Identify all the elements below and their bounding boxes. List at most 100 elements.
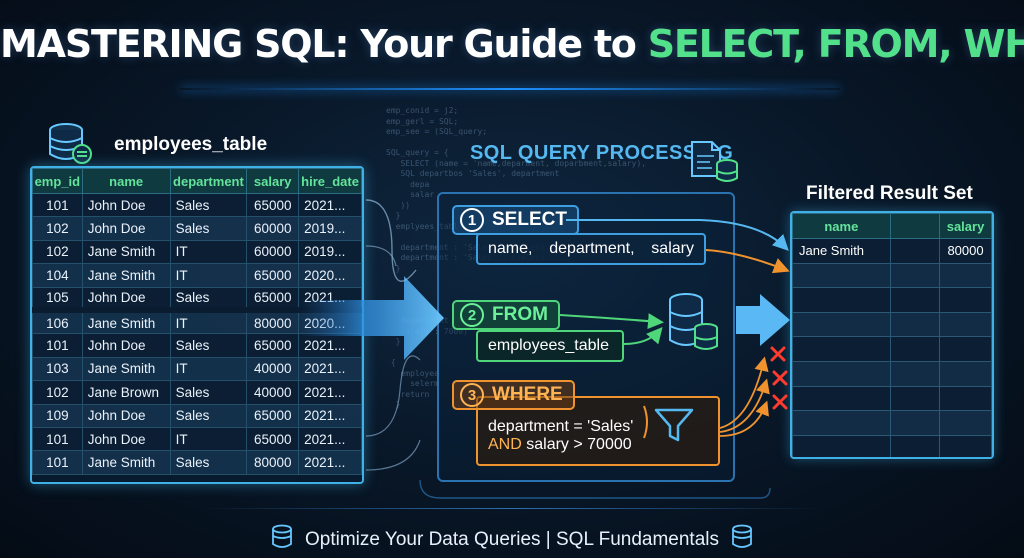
table-cell: 2020... [298, 307, 362, 335]
table-cell: Jane Smith [81, 450, 171, 475]
select-step-header: 1 SELECT [452, 205, 579, 235]
table-cell: 2021... [298, 286, 362, 311]
result-cell [939, 287, 992, 313]
result-cell [792, 287, 891, 313]
table-cell: 65000 [246, 426, 300, 452]
table-cell: 60000 [246, 239, 300, 265]
table-cell: 40000 [246, 356, 300, 382]
table-cell: 2021... [298, 380, 362, 405]
table-cell: John Doe [81, 216, 171, 241]
table-cell: 102 [32, 216, 83, 241]
table-cell: 106 [32, 307, 83, 335]
result-cell [792, 262, 891, 289]
table-cell: IT [169, 356, 248, 382]
document-database-icon [688, 138, 740, 189]
step-3-number: 3 [460, 383, 484, 407]
database-icon [271, 524, 293, 555]
table-cell: John Doe [81, 192, 171, 218]
result-cell [792, 311, 891, 338]
table-cell: 65000 [246, 403, 300, 428]
result-cell [939, 385, 992, 412]
result-cell [939, 360, 992, 387]
column-header-department: department [169, 168, 248, 194]
result-cell [889, 336, 941, 362]
table-cell: 2021... [298, 403, 362, 428]
result-row [792, 336, 992, 362]
table-cell: Jane Brown [81, 380, 171, 405]
table-cell: IT [169, 263, 248, 288]
table-cell: 2020... [298, 263, 362, 288]
table-cell: 104 [32, 263, 83, 288]
column-header-salary: salary [246, 168, 300, 194]
result-cell [792, 410, 891, 436]
where-condition-2-text: salary > 70000 [526, 436, 632, 453]
table-cell: 2021... [298, 426, 362, 452]
page-title: MASTERING SQL: Your Guide to SELECT, FRO… [0, 22, 1024, 66]
processing-title: SQL QUERY PROCESSING [470, 142, 734, 164]
from-label: FROM [492, 304, 548, 325]
result-column-header [889, 213, 941, 239]
footer: Optimize Your Data Queries | SQL Fundame… [0, 524, 1024, 555]
where-label: WHERE [492, 384, 563, 405]
big-flow-arrow-out [736, 294, 790, 346]
title-prefix: MASTERING SQL: Your Guide to [0, 22, 648, 66]
table-cell: 65000 [246, 286, 300, 311]
table-cell: 80000 [246, 450, 300, 475]
table-cell: 40000 [246, 380, 300, 405]
title-glow-line [180, 88, 840, 90]
result-row [792, 360, 992, 387]
column-header-hire-date: hire_date [298, 168, 362, 194]
result-cell [939, 311, 992, 338]
where-and-keyword: AND [488, 436, 522, 453]
result-cell: 80000 [939, 238, 992, 264]
table-cell: 109 [32, 403, 83, 428]
table-cell: Jane Smith [81, 356, 171, 382]
reject-x-icon [770, 346, 788, 410]
result-cell [792, 434, 891, 457]
table-cell: 2019... [298, 239, 362, 265]
table-cell: 101 [32, 192, 83, 218]
result-cell [939, 410, 992, 436]
result-cell [792, 360, 891, 387]
table-cell: 102 [32, 380, 83, 405]
table-cell: 80000 [246, 307, 300, 335]
result-cell [939, 336, 992, 362]
select-col-department: department, [549, 240, 635, 257]
from-step-header: 2 FROM [452, 300, 560, 330]
table-cell: Sales [169, 403, 248, 428]
table-cell: IT [169, 307, 248, 335]
where-condition-1: department = 'Sales' [488, 418, 634, 435]
column-header-emp-id: emp_id [32, 168, 83, 194]
table-cell: 101 [32, 426, 83, 452]
where-condition-2: AND salary > 70000 [488, 436, 632, 454]
footer-text: Optimize Your Data Queries | SQL Fundame… [305, 528, 719, 550]
table-cell: 105 [32, 286, 83, 311]
table-cell: 102 [32, 239, 83, 265]
table-cell: John Doe [81, 333, 171, 358]
table-cell: John Doe [81, 403, 171, 428]
table-cell: Sales [169, 380, 248, 405]
table-cell: 65000 [246, 263, 300, 288]
table-cell: 65000 [246, 333, 300, 358]
where-step-header: 3 WHERE [452, 380, 575, 410]
table-cell: 101 [32, 333, 83, 358]
result-cell [939, 262, 992, 289]
result-cell [792, 385, 891, 412]
result-row [792, 385, 992, 412]
database-icon [731, 524, 753, 555]
result-row: Jane Smith 80000 [792, 238, 992, 264]
table-cell: 103 [32, 356, 83, 382]
table-cell: Jane Smith [81, 239, 171, 265]
select-col-name: name, [488, 240, 533, 257]
result-cell [889, 385, 941, 412]
table-cell: Jane Smith [81, 263, 171, 288]
result-cell: Jane Smith [792, 238, 891, 264]
